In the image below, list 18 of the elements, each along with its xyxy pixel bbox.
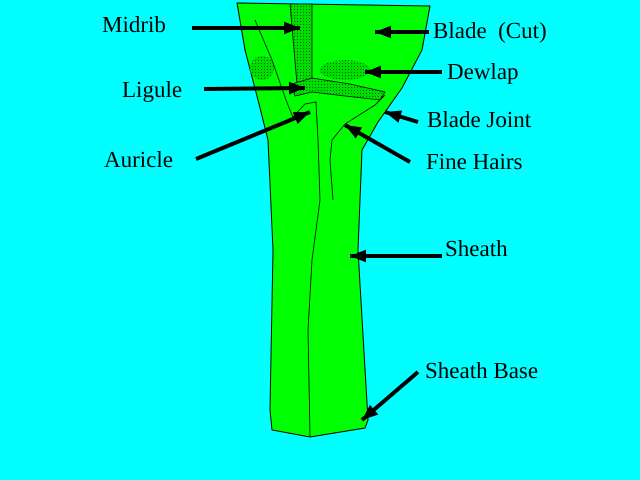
leader-arrow — [375, 26, 429, 38]
part-label: Blade (Cut) — [433, 18, 547, 44]
leader-arrow — [195, 110, 311, 161]
part-label: Ligule — [122, 77, 182, 103]
part-label: Sheath — [445, 236, 508, 262]
part-label: Blade Joint — [427, 107, 532, 133]
part-label: Auricle — [104, 147, 173, 173]
leader-arrow — [365, 66, 442, 78]
part-label: Sheath Base — [425, 358, 538, 384]
leader-arrow — [344, 123, 411, 164]
leader-arrow — [384, 110, 419, 124]
leader-arrow — [192, 22, 300, 34]
leader-arrow — [204, 82, 306, 95]
part-label: Fine Hairs — [426, 149, 522, 175]
leader-arrow — [350, 250, 442, 262]
part-label: Midrib — [102, 12, 166, 38]
leader-arrow — [360, 370, 420, 422]
part-label: Dewlap — [447, 59, 519, 85]
